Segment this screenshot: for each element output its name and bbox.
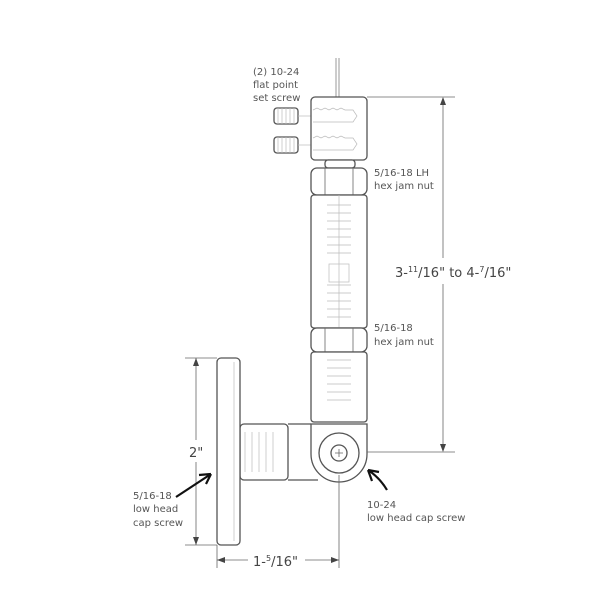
set-screw-label: (2) 10-24 flat point set screw — [253, 67, 303, 104]
horizontal-arm — [239, 423, 318, 481]
top-cap — [310, 96, 368, 169]
offset-dimension-label: 1-5/16" — [253, 554, 298, 570]
elbow-screw-arrow-icon — [366, 468, 388, 491]
elbow-screw-label: 10-24 low head cap screw — [367, 500, 465, 524]
plate-height-label: 2" — [189, 446, 203, 461]
length-dimension — [367, 96, 455, 453]
offset-dimension — [216, 475, 340, 568]
mounting-plate — [216, 357, 241, 546]
upper-hex-jam-nut — [310, 167, 368, 196]
set-screw-icon — [273, 107, 311, 154]
elbow-knuckle — [310, 423, 368, 483]
lower-hex-jam-nut — [310, 327, 368, 353]
turnbuckle-body — [310, 194, 368, 329]
upper-nut-label: 5/16-18 LH hex jam nut — [374, 168, 434, 192]
plate-height-dimension — [185, 357, 217, 546]
cable — [335, 58, 340, 100]
plate-screw-label: 5/16-18 low head cap screw — [133, 491, 183, 529]
lower-nut-label: 5/16-18 hex jam nut — [374, 323, 434, 348]
plate-screw-arrow-icon — [175, 472, 212, 498]
lower-tube — [310, 351, 368, 423]
length-dimension-label: 3-11/16" to 4-7/16" — [395, 265, 511, 281]
